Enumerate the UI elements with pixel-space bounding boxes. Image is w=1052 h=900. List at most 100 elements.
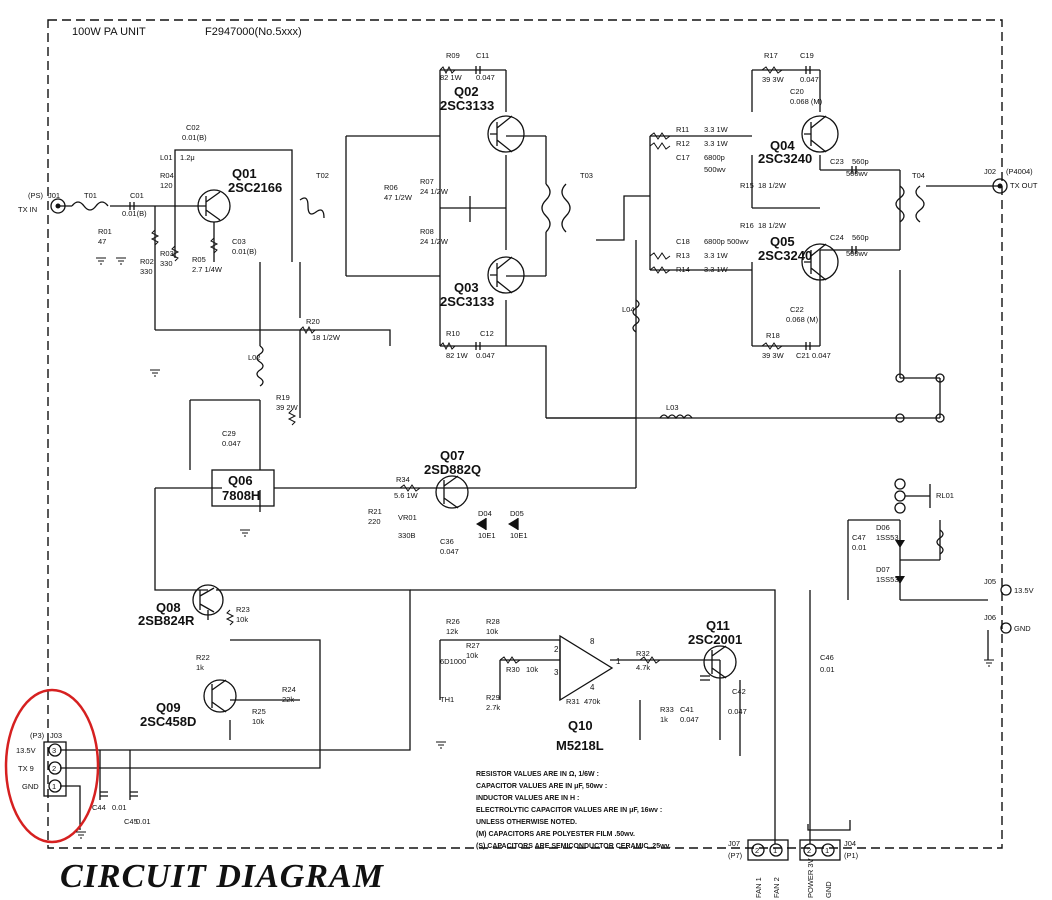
- svg-text:47: 47: [98, 237, 106, 246]
- transistor-q02: Q02 2SC3133: [440, 84, 525, 153]
- svg-text:R30: R30: [506, 665, 520, 674]
- svg-text:4: 4: [590, 683, 595, 692]
- svg-text:2: 2: [52, 764, 56, 773]
- svg-text:T04: T04: [912, 171, 925, 180]
- svg-text:0.047: 0.047: [222, 439, 241, 448]
- svg-text:GND: GND: [824, 881, 833, 898]
- transformer-t02: T02: [299, 171, 329, 219]
- svg-text:R05: R05: [192, 255, 206, 264]
- svg-text:R32: R32: [636, 649, 650, 658]
- svg-text:3.3 1W: 3.3 1W: [704, 265, 729, 274]
- svg-text:R24: R24: [282, 685, 296, 694]
- svg-text:0.068 (M): 0.068 (M): [790, 97, 823, 106]
- svg-text:8: 8: [590, 637, 595, 646]
- svg-text:R19: R19: [276, 393, 290, 402]
- svg-text:C47: C47: [852, 533, 866, 542]
- transformer-t03: T03: [541, 171, 593, 233]
- svg-text:R27: R27: [466, 641, 480, 650]
- svg-text:C02: C02: [186, 123, 200, 132]
- svg-text:R01: R01: [98, 227, 112, 236]
- svg-text:1k: 1k: [196, 663, 204, 672]
- svg-text:R03: R03: [160, 249, 174, 258]
- svg-text:0.047: 0.047: [440, 547, 459, 556]
- svg-text:M5218L: M5218L: [556, 738, 604, 753]
- svg-text:RL01: RL01: [936, 491, 954, 500]
- svg-text:R08: R08: [420, 227, 434, 236]
- svg-text:0.047: 0.047: [800, 75, 819, 84]
- svg-text:10k: 10k: [252, 717, 264, 726]
- svg-text:10k: 10k: [236, 615, 248, 624]
- svg-text:2SB824R: 2SB824R: [138, 613, 195, 628]
- svg-text:0.047: 0.047: [680, 715, 699, 724]
- svg-text:13.5V: 13.5V: [16, 746, 36, 755]
- svg-text:L04: L04: [622, 305, 635, 314]
- svg-text:2: 2: [807, 846, 811, 855]
- svg-text:FAN 1: FAN 1: [754, 877, 763, 898]
- svg-text:3: 3: [52, 746, 56, 755]
- svg-text:C45: C45: [124, 817, 138, 826]
- svg-text:Q07: Q07: [440, 448, 465, 463]
- transistor-q08: Q08 2SB824R: [138, 584, 224, 628]
- svg-text:2SC458D: 2SC458D: [140, 714, 196, 729]
- diagram-caption: CIRCUIT DIAGRAM: [60, 858, 384, 895]
- relay-contacts: [895, 373, 945, 423]
- svg-text:10k: 10k: [486, 627, 498, 636]
- svg-text:0.01: 0.01: [136, 817, 151, 826]
- svg-text:6800p: 6800p: [704, 153, 725, 162]
- connector-j06: J06 GND: [984, 613, 1031, 634]
- svg-text:C29: C29: [222, 429, 236, 438]
- svg-text:R29: R29: [486, 693, 500, 702]
- svg-text:(P1): (P1): [844, 851, 859, 860]
- svg-text:R31: R31: [566, 697, 580, 706]
- svg-text:500wv: 500wv: [846, 249, 868, 258]
- capacitors: [100, 66, 857, 797]
- svg-text:2SD882Q: 2SD882Q: [424, 462, 481, 477]
- svg-text:GND: GND: [22, 782, 39, 791]
- svg-text:10E1: 10E1: [510, 531, 528, 540]
- svg-text:J01: J01: [48, 191, 60, 200]
- svg-text:(S) CAPACITORS ARE SEMICONDUCT: (S) CAPACITORS ARE SEMICONDUCTOR CERAMIC…: [476, 843, 671, 850]
- svg-text:2SC3240: 2SC3240: [758, 248, 812, 263]
- notes-block: RESISTOR VALUES ARE IN Ω, 1/6W : CAPACIT…: [476, 771, 671, 850]
- svg-text:CAPACITOR VALUES ARE IN μF, 50: CAPACITOR VALUES ARE IN μF, 50wv :: [476, 783, 607, 790]
- svg-text:R02: R02: [140, 257, 154, 266]
- svg-text:C11: C11: [476, 51, 489, 60]
- svg-text:39 3W: 39 3W: [762, 75, 785, 84]
- svg-text:T03: T03: [580, 171, 593, 180]
- svg-text:(M) CAPACITORS ARE POLYESTER F: (M) CAPACITORS ARE POLYESTER FILM .50wv.: [476, 831, 635, 838]
- svg-text:Q11: Q11: [706, 618, 730, 633]
- svg-text:(P4004): (P4004): [1006, 167, 1033, 176]
- svg-text:R25: R25: [252, 707, 266, 716]
- svg-text:2SC3133: 2SC3133: [440, 294, 494, 309]
- svg-text:47 1/2W: 47 1/2W: [384, 193, 413, 202]
- svg-text:330: 330: [140, 267, 153, 276]
- svg-text:0.047: 0.047: [728, 707, 747, 716]
- svg-text:560p: 560p: [852, 233, 869, 242]
- svg-text:470k: 470k: [584, 697, 601, 706]
- svg-text:C12: C12: [480, 329, 494, 338]
- svg-text:C23: C23: [830, 157, 844, 166]
- svg-text:330: 330: [160, 259, 173, 268]
- svg-text:D04: D04: [478, 509, 492, 518]
- svg-text:R14: R14: [676, 265, 690, 274]
- svg-text:Q05: Q05: [770, 234, 795, 249]
- svg-text:2: 2: [755, 846, 759, 855]
- svg-text:0.047: 0.047: [476, 351, 495, 360]
- svg-text:0.047: 0.047: [476, 73, 495, 82]
- svg-text:330B: 330B: [398, 531, 416, 540]
- transistor-q11: Q11 2SC2001: [688, 618, 742, 679]
- svg-text:POWER 3V: POWER 3V: [806, 858, 815, 898]
- svg-text:10E1: 10E1: [478, 531, 496, 540]
- svg-text:1k: 1k: [660, 715, 668, 724]
- relay-rl01: RL01: [894, 478, 954, 555]
- svg-text:0.068 (M): 0.068 (M): [786, 315, 819, 324]
- svg-text:560p: 560p: [852, 157, 869, 166]
- svg-text:R15: R15: [740, 181, 754, 190]
- svg-text:18 1/2W: 18 1/2W: [312, 333, 341, 342]
- regulator-q06: Q06 7808H: [211, 469, 275, 507]
- svg-text:R17: R17: [764, 51, 778, 60]
- svg-text:22k: 22k: [282, 695, 294, 704]
- svg-text:C20: C20: [790, 87, 804, 96]
- svg-text:C03: C03: [232, 237, 246, 246]
